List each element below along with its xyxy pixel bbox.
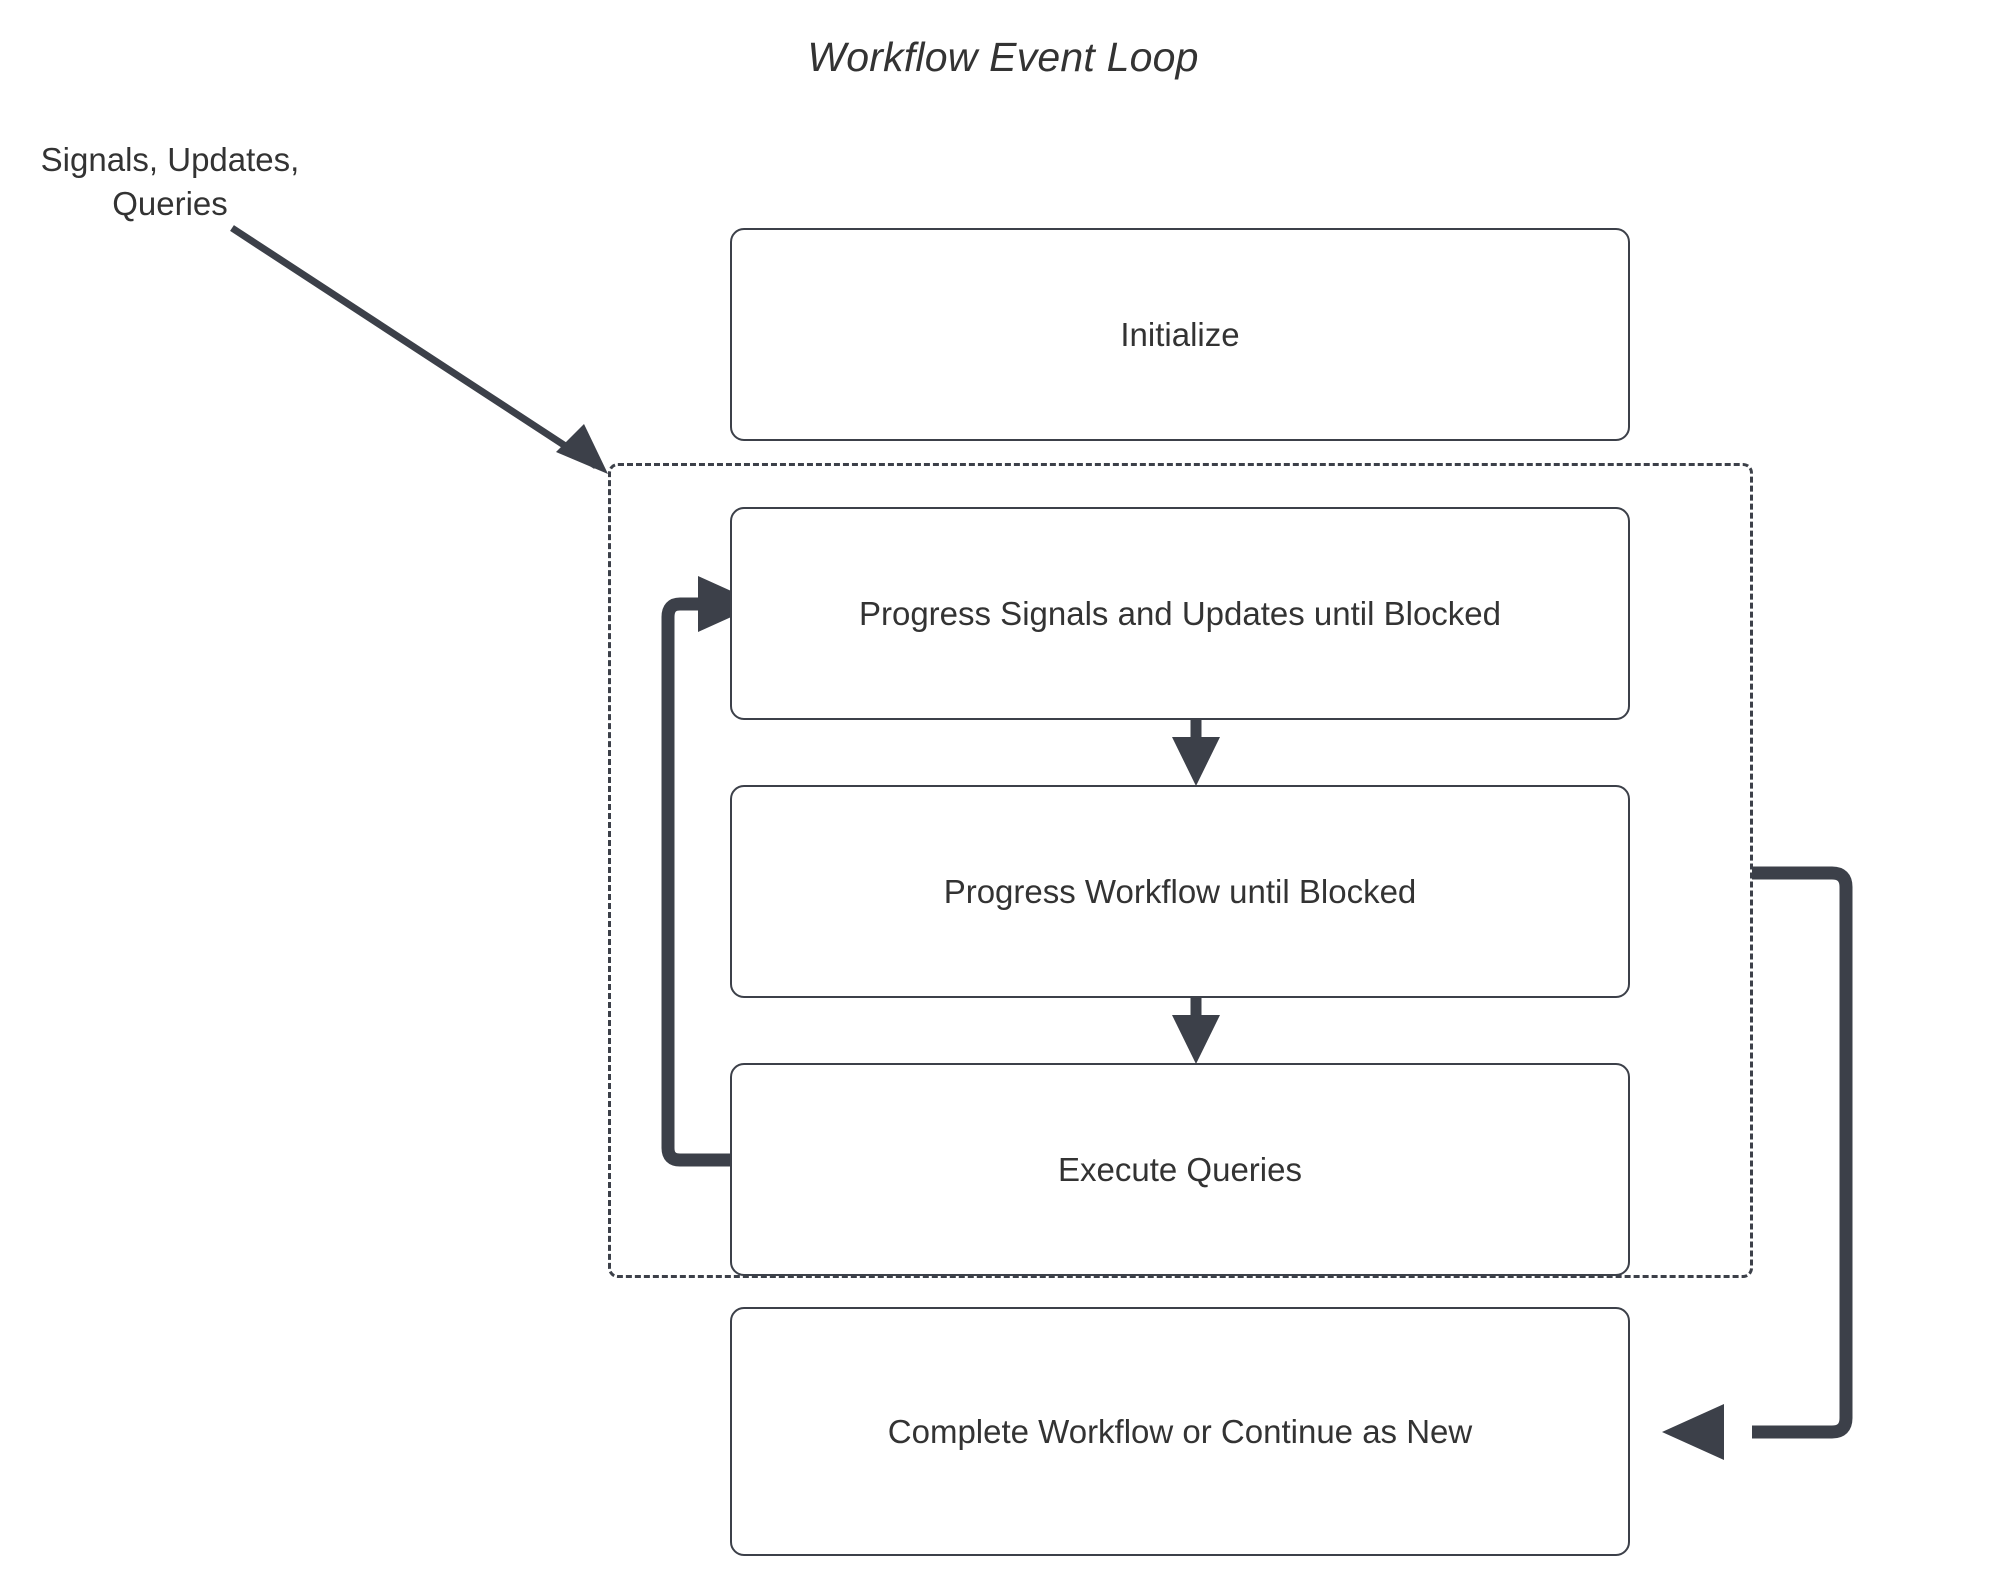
node-execute-queries-label: Execute Queries bbox=[1058, 1150, 1302, 1188]
edge-external-to-loop-icon bbox=[230, 225, 608, 474]
external-input-label: Signals, Updates, Queries bbox=[20, 138, 320, 226]
node-progress-signals-label: Progress Signals and Updates until Block… bbox=[858, 594, 1502, 632]
node-progress-workflow[interactable]: Progress Workflow until Blocked bbox=[730, 785, 1630, 998]
page-title: Workflow Event Loop bbox=[807, 34, 1199, 80]
node-progress-signals[interactable]: Progress Signals and Updates until Block… bbox=[730, 507, 1630, 720]
node-complete-workflow-label: Complete Workflow or Continue as New bbox=[887, 1412, 1473, 1450]
node-progress-workflow-label: Progress Workflow until Blocked bbox=[943, 872, 1417, 910]
external-input-label-line2: Queries bbox=[112, 185, 228, 222]
event-loop-group-container bbox=[608, 463, 1753, 1278]
node-initialize[interactable]: Initialize bbox=[730, 228, 1630, 441]
node-execute-queries[interactable]: Execute Queries bbox=[730, 1063, 1630, 1276]
external-input-label-line1: Signals, Updates, bbox=[40, 141, 300, 178]
node-complete-workflow[interactable]: Complete Workflow or Continue as New bbox=[730, 1307, 1630, 1556]
node-initialize-label: Initialize bbox=[1120, 315, 1240, 353]
